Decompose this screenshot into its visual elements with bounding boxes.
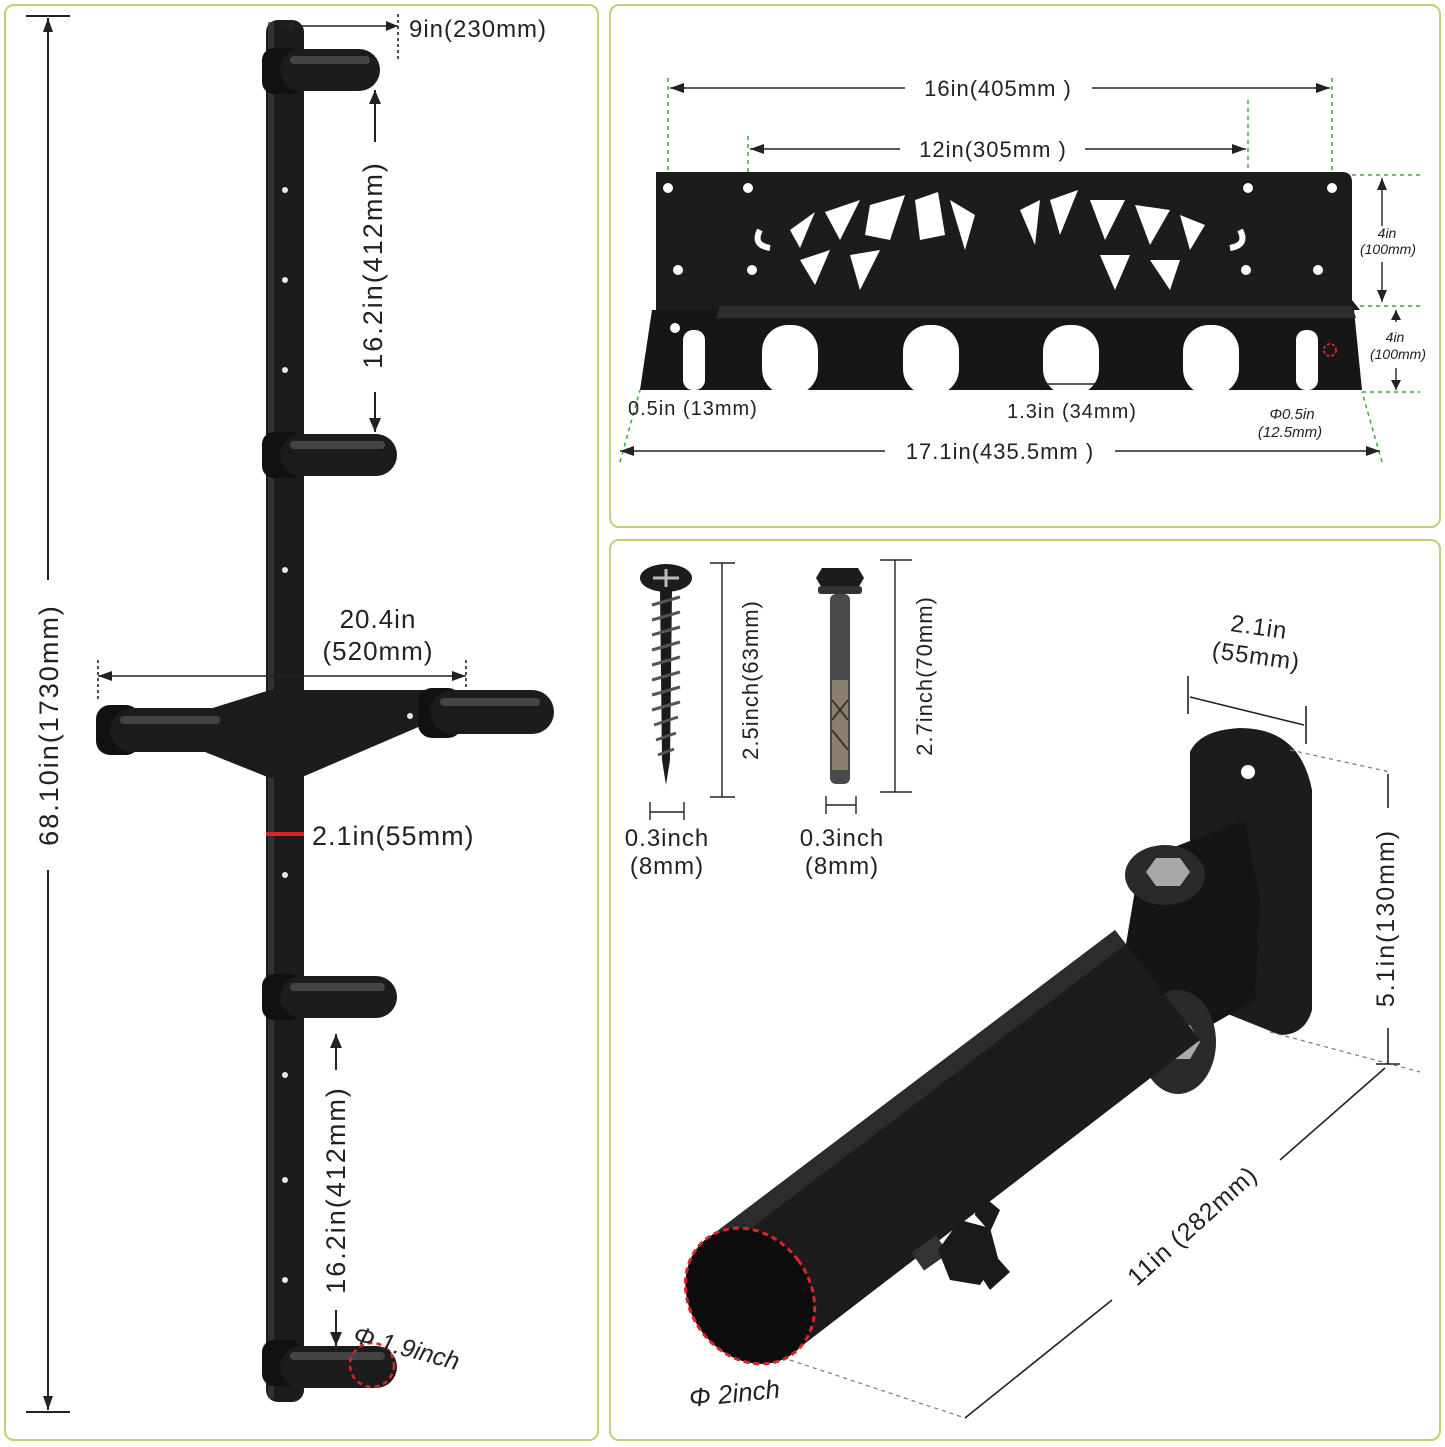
total-width-dimension	[620, 446, 1380, 456]
arm-span-mm-label: (520mm)	[322, 636, 433, 666]
bracket-back-plate	[656, 172, 1360, 310]
screw-diameter-label: 0.3inch	[625, 825, 709, 852]
back-height-inch-label: 4in	[1378, 225, 1397, 241]
peg-upper	[262, 432, 397, 478]
peg-diameter-marker	[348, 1341, 396, 1389]
plate-height-dimension	[1376, 774, 1400, 1065]
plate-width-dimension	[1187, 676, 1307, 744]
hole-diameter-inch-label: Φ0.5in	[1269, 406, 1314, 423]
bolt-diameter-label: 0.3inch	[800, 825, 884, 852]
bolt-diameter-dimension	[825, 796, 857, 814]
peg-bottom	[262, 1340, 397, 1388]
wood-screw	[640, 564, 692, 785]
expansion-bolt	[816, 568, 864, 784]
inner-hole-span-label: 12in(305mm )	[919, 137, 1067, 162]
hole-diameter-mm-label: (12.5mm)	[1258, 424, 1322, 441]
total-height-dimension	[26, 15, 70, 1413]
bracket-base-plate	[640, 310, 1362, 390]
bolt-length-dimension	[880, 559, 912, 793]
total-width-label: 17.1in(435.5mm )	[906, 439, 1094, 464]
plate-height-label: 5.1in(130mm)	[1372, 829, 1400, 1007]
arm-span-dimension	[97, 660, 467, 700]
screw-length-dimension	[710, 562, 735, 798]
top-peg-length-label: 9in(230mm)	[409, 16, 547, 43]
plate-height-guides	[1269, 749, 1421, 1073]
lower-spacing-dimension	[330, 1034, 342, 1346]
v-arm-plate	[200, 690, 430, 778]
landmine-holder	[683, 728, 1312, 1366]
upper-spacing-dimension	[369, 90, 381, 432]
sleeve-length-label: 11in (282mm)	[1122, 1161, 1263, 1292]
screw-diameter-dimension	[649, 802, 685, 820]
sleeve-length-dimension	[964, 1067, 1386, 1419]
end-slot-label: 0.5in (13mm)	[628, 398, 758, 420]
peg-lower	[262, 974, 397, 1020]
base-depth-dimension	[1391, 310, 1401, 390]
bracket-slots	[683, 325, 1318, 395]
strip-width-label: 2.1in(55mm)	[312, 821, 475, 851]
total-height-label: 68.10in(1730mm)	[34, 604, 64, 846]
bolt-diameter-mm-label: (8mm)	[805, 853, 879, 880]
base-depth-mm-label: (100mm)	[1370, 346, 1426, 362]
bolt-length-label: 2.7inch(70mm)	[912, 596, 937, 756]
back-height-mm-label: (100mm)	[1360, 241, 1416, 257]
arm-span-inch-label: 20.4in	[340, 604, 417, 634]
inner-hole-dimension	[750, 144, 1246, 154]
bracket-cutout-pattern	[754, 190, 1246, 290]
back-height-dimension	[1377, 178, 1387, 302]
screw-diameter-mm-label: (8mm)	[630, 853, 704, 880]
peg-right-arm	[418, 688, 554, 738]
peg-left-arm	[96, 705, 232, 755]
sleeve-length-guides	[789, 1359, 966, 1419]
sleeve-diameter-label: Φ 2inch	[687, 1374, 781, 1413]
lower-spacing-label: 16.2in(412mm)	[321, 1086, 351, 1294]
peg-top	[262, 48, 380, 94]
plate-width-mm-label: (55mm)	[1210, 637, 1302, 676]
outer-hole-dimension	[670, 83, 1330, 93]
upper-spacing-label: 16.2in(412mm)	[358, 161, 388, 369]
outer-hole-span-label: 16in(405mm )	[924, 76, 1072, 101]
bracket-mount-holes	[663, 183, 1337, 275]
base-depth-inch-label: 4in	[1386, 329, 1405, 345]
slot-width-label: 1.3in (34mm)	[1007, 401, 1137, 423]
screw-length-label: 2.5inch(63mm)	[738, 600, 763, 760]
top-peg-dimension	[282, 14, 399, 60]
